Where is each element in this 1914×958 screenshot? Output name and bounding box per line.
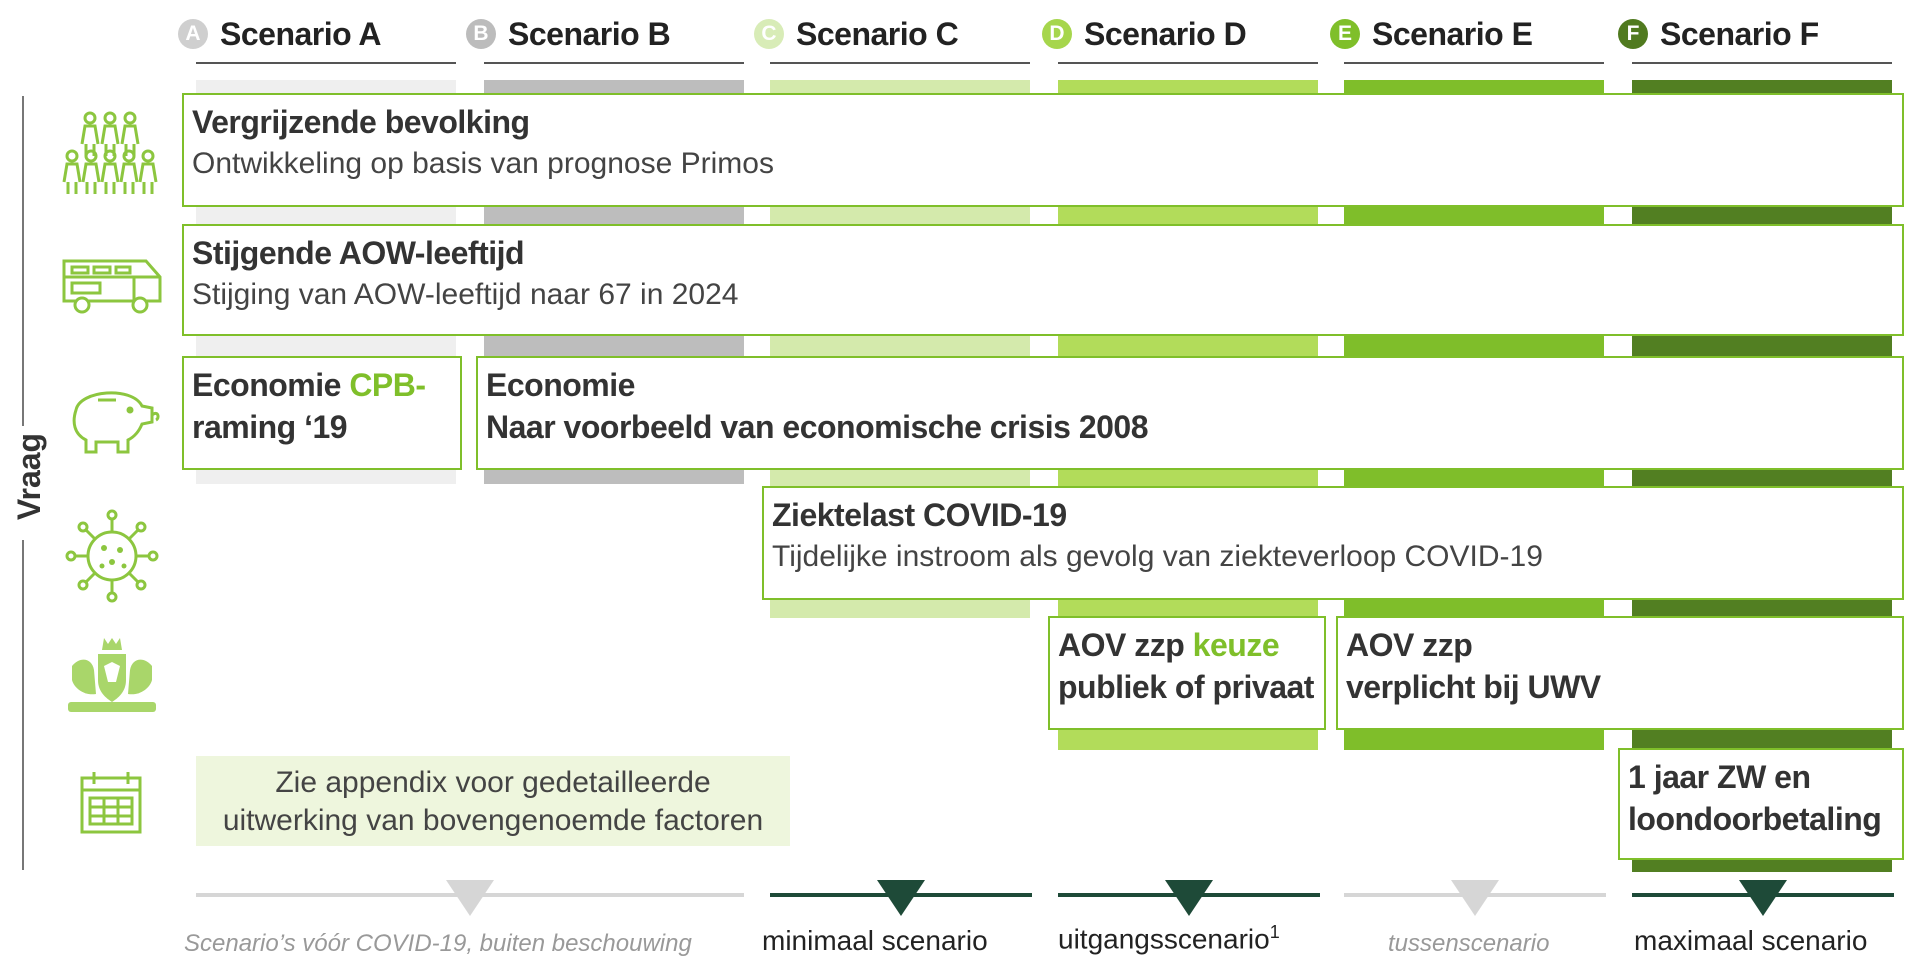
appendix-note-line1: Zie appendix voor gedetailleerde xyxy=(275,766,711,799)
aov-e-title: AOV zzp xyxy=(1346,627,1473,663)
footer-label-e: tussenscenario xyxy=(1388,930,1550,957)
row-ziektelast-covid: Ziektelast COVID-19 Tijdelijke instroom … xyxy=(762,486,1904,600)
footer-label-f: maximaal scenario xyxy=(1634,925,1868,956)
column-title-c: Scenario C xyxy=(796,15,959,52)
column-title-b: Scenario B xyxy=(508,15,671,52)
economie-a-line1: Economie CPB- xyxy=(192,364,452,406)
badge-e: E xyxy=(1330,19,1360,49)
badge-b: B xyxy=(466,19,496,49)
aov-d-title: AOV zzp xyxy=(1058,627,1185,663)
row-aow-text: Stijging van AOW-leeftijd naar 67 in 202… xyxy=(192,278,739,311)
appendix-note-line2: uitwerking van bovengenoemde factoren xyxy=(222,804,764,837)
economie-a-highlight2: raming ‘19 xyxy=(192,409,348,445)
column-header-f: F Scenario F xyxy=(1618,4,1819,64)
header-underline-f xyxy=(1632,62,1892,64)
column-header-a: A Scenario A xyxy=(178,4,381,64)
camper-icon xyxy=(62,259,162,314)
column-header-d: D Scenario D xyxy=(1042,4,1247,64)
marker-c xyxy=(877,880,925,916)
covid-title: Ziektelast COVID-19 xyxy=(772,497,1067,533)
header-underline-b xyxy=(484,62,744,64)
marker-f xyxy=(1739,880,1787,916)
row-aow-title: Stijgende AOW-leeftijd xyxy=(192,235,525,271)
covid-text: Tijdelijke instroom als gevolg van ziekt… xyxy=(772,540,1543,573)
calendar-icon xyxy=(80,772,142,834)
header-underline-a xyxy=(196,62,456,64)
zw-line2: loondoorbetaling xyxy=(1628,801,1882,837)
footer-label-d-text: uitgangsscenario xyxy=(1058,923,1270,955)
footer-label-ab: Scenario’s vóór COVID-19, buiten beschou… xyxy=(184,930,692,957)
badge-a: A xyxy=(178,19,208,49)
column-header-c: C Scenario C xyxy=(754,4,959,64)
zw-line1: 1 jaar ZW en xyxy=(1628,759,1811,795)
column-bar-f xyxy=(1632,80,1892,872)
row-economie-b: Economie Naar voorbeeld van economische … xyxy=(476,356,1904,470)
footer-label-c: minimaal scenario xyxy=(762,925,988,956)
badge-c: C xyxy=(754,19,784,49)
row-economie-a: Economie CPB- raming ‘19 xyxy=(182,356,462,470)
aov-d-highlight2: publiek of privaat xyxy=(1058,669,1314,705)
virus-icon xyxy=(65,509,159,603)
aov-d-highlight1: keuze xyxy=(1192,627,1280,663)
column-header-e: E Scenario E xyxy=(1330,4,1533,64)
aov-d-line1: AOV zzp keuze xyxy=(1058,624,1316,666)
row-aov-zzp-e: AOV zzp verplicht bij UWV xyxy=(1336,616,1904,730)
vraag-axis-label: Vraag xyxy=(11,432,48,521)
column-title-e: Scenario E xyxy=(1372,15,1533,52)
vraag-axis-line-top xyxy=(22,96,24,426)
economie-a-highlight: CPB- xyxy=(349,367,426,403)
footer-label-d-footnote: 1 xyxy=(1269,922,1280,942)
people-icon xyxy=(62,111,158,194)
row-bevolking-text: Ontwikkeling op basis van prognose Primo… xyxy=(192,147,774,180)
badge-f: F xyxy=(1618,19,1648,49)
appendix-note: Zie appendix voor gedetailleerde uitwerk… xyxy=(196,756,790,846)
row-aov-zzp-d: AOV zzp keuze publiek of privaat xyxy=(1048,616,1326,730)
row-aow-leeftijd: Stijgende AOW-leeftijd Stijging van AOW-… xyxy=(182,224,1904,336)
column-title-f: Scenario F xyxy=(1660,15,1819,52)
economie-b-highlight: Naar voorbeeld van economische crisis 20… xyxy=(486,409,1149,445)
coat-of-arms-icon xyxy=(68,638,156,712)
column-title-a: Scenario A xyxy=(220,15,381,52)
row-bevolking-title: Vergrijzende bevolking xyxy=(192,104,530,140)
economie-b-title: Economie xyxy=(486,367,635,403)
marker-ab xyxy=(446,880,494,916)
badge-d: D xyxy=(1042,19,1072,49)
column-title-d: Scenario D xyxy=(1084,15,1247,52)
marker-e xyxy=(1451,880,1499,916)
row-zw-loondoorbetaling: 1 jaar ZW en loondoorbetaling xyxy=(1618,748,1904,860)
header-underline-d xyxy=(1058,62,1318,64)
row-vergrijzende-bevolking: Vergrijzende bevolking Ontwikkeling op b… xyxy=(182,93,1904,207)
header-underline-e xyxy=(1344,62,1604,64)
aov-e-highlight: verplicht bij UWV xyxy=(1346,669,1601,705)
economie-a-title: Economie xyxy=(192,367,341,403)
footer-label-d: uitgangsscenario1 xyxy=(1058,922,1280,955)
header-underline-c xyxy=(770,62,1030,64)
piggy-bank-icon xyxy=(72,391,160,454)
column-header-b: B Scenario B xyxy=(466,4,671,64)
marker-d xyxy=(1165,880,1213,916)
vraag-axis-line-bottom xyxy=(22,540,24,870)
